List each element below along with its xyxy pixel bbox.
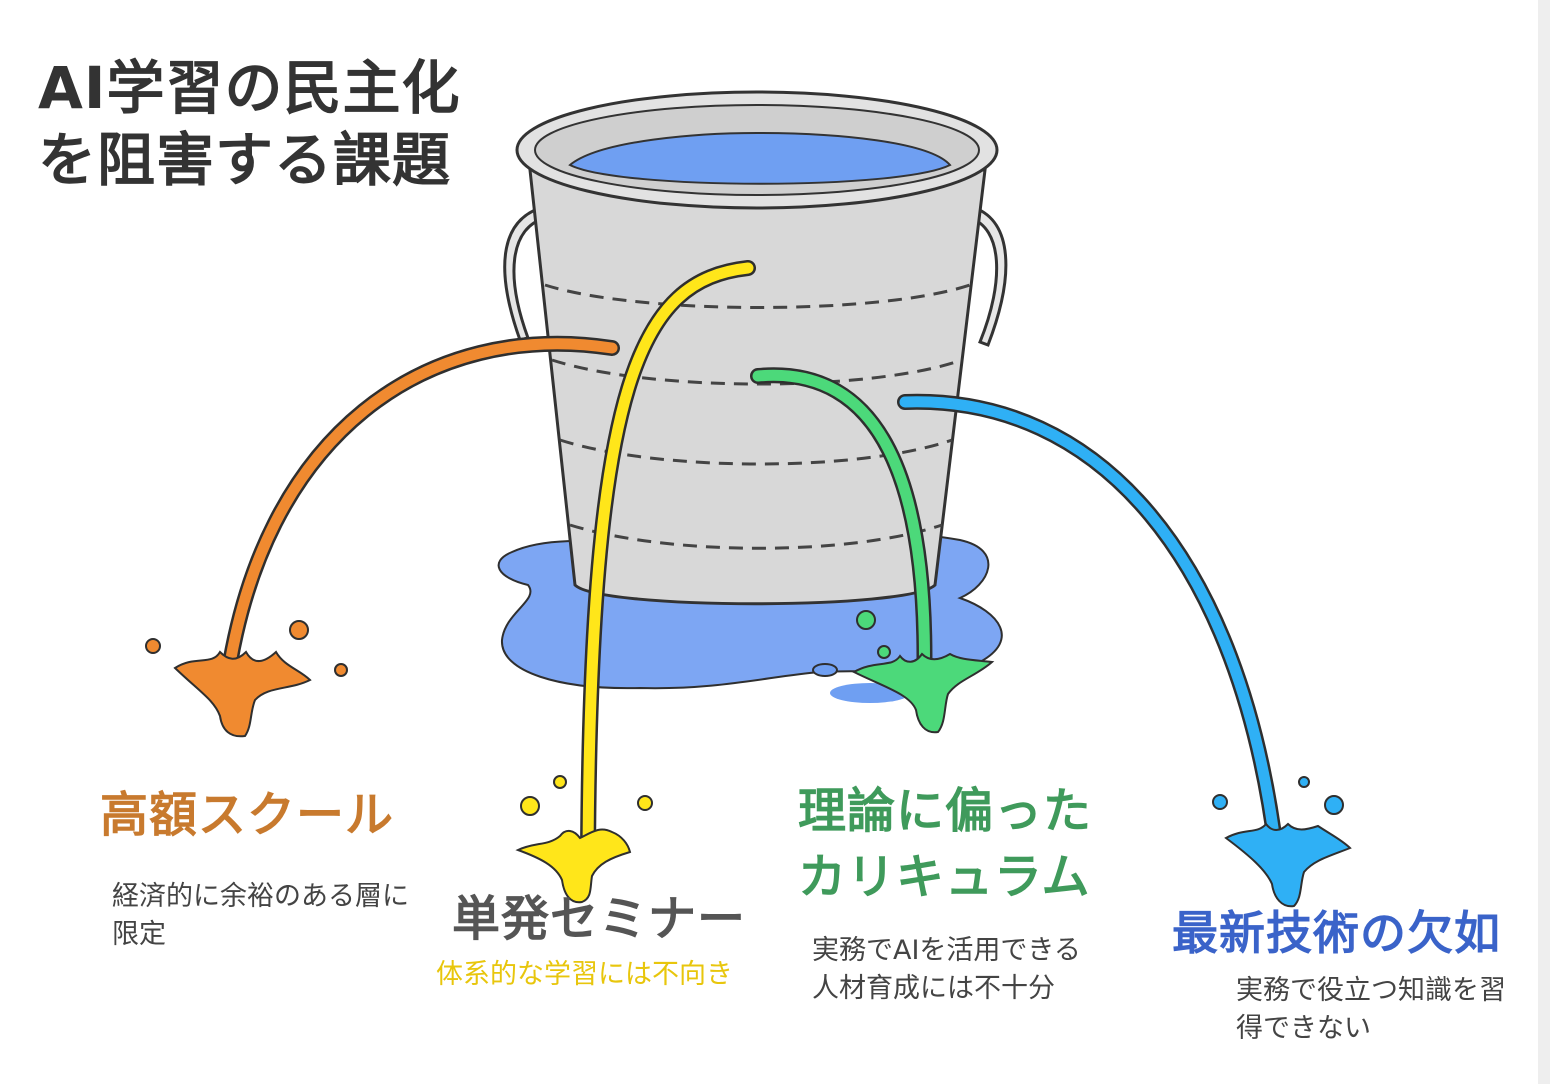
issue-desc-lack-of-latest-tech: 実務で役立つ知識を習得できない (1236, 972, 1526, 1048)
issue-desc-expensive-school: 経済的に余裕のある層に限定 (112, 878, 412, 954)
issue-label-expensive-school: 高額スクール (100, 782, 460, 848)
splash-1 (175, 652, 310, 736)
issue-desc-theory-curriculum: 実務でAIを活用できる人材育成には不十分 (812, 932, 1102, 1008)
issue-desc-one-off-seminar: 体系的な学習には不向き (436, 956, 736, 994)
issue-label-theory-curriculum: 理論に偏ったカリキュラム (798, 778, 1138, 910)
issue-label-one-off-seminar: 単発セミナー (452, 886, 812, 952)
water-puddle-drop-small (813, 664, 837, 676)
diagram-title: AI学習の民主化を阻害する課題 (38, 52, 508, 196)
splash-4 (1226, 824, 1350, 906)
issue-label-lack-of-latest-tech: 最新技術の欠如 (1172, 900, 1542, 966)
